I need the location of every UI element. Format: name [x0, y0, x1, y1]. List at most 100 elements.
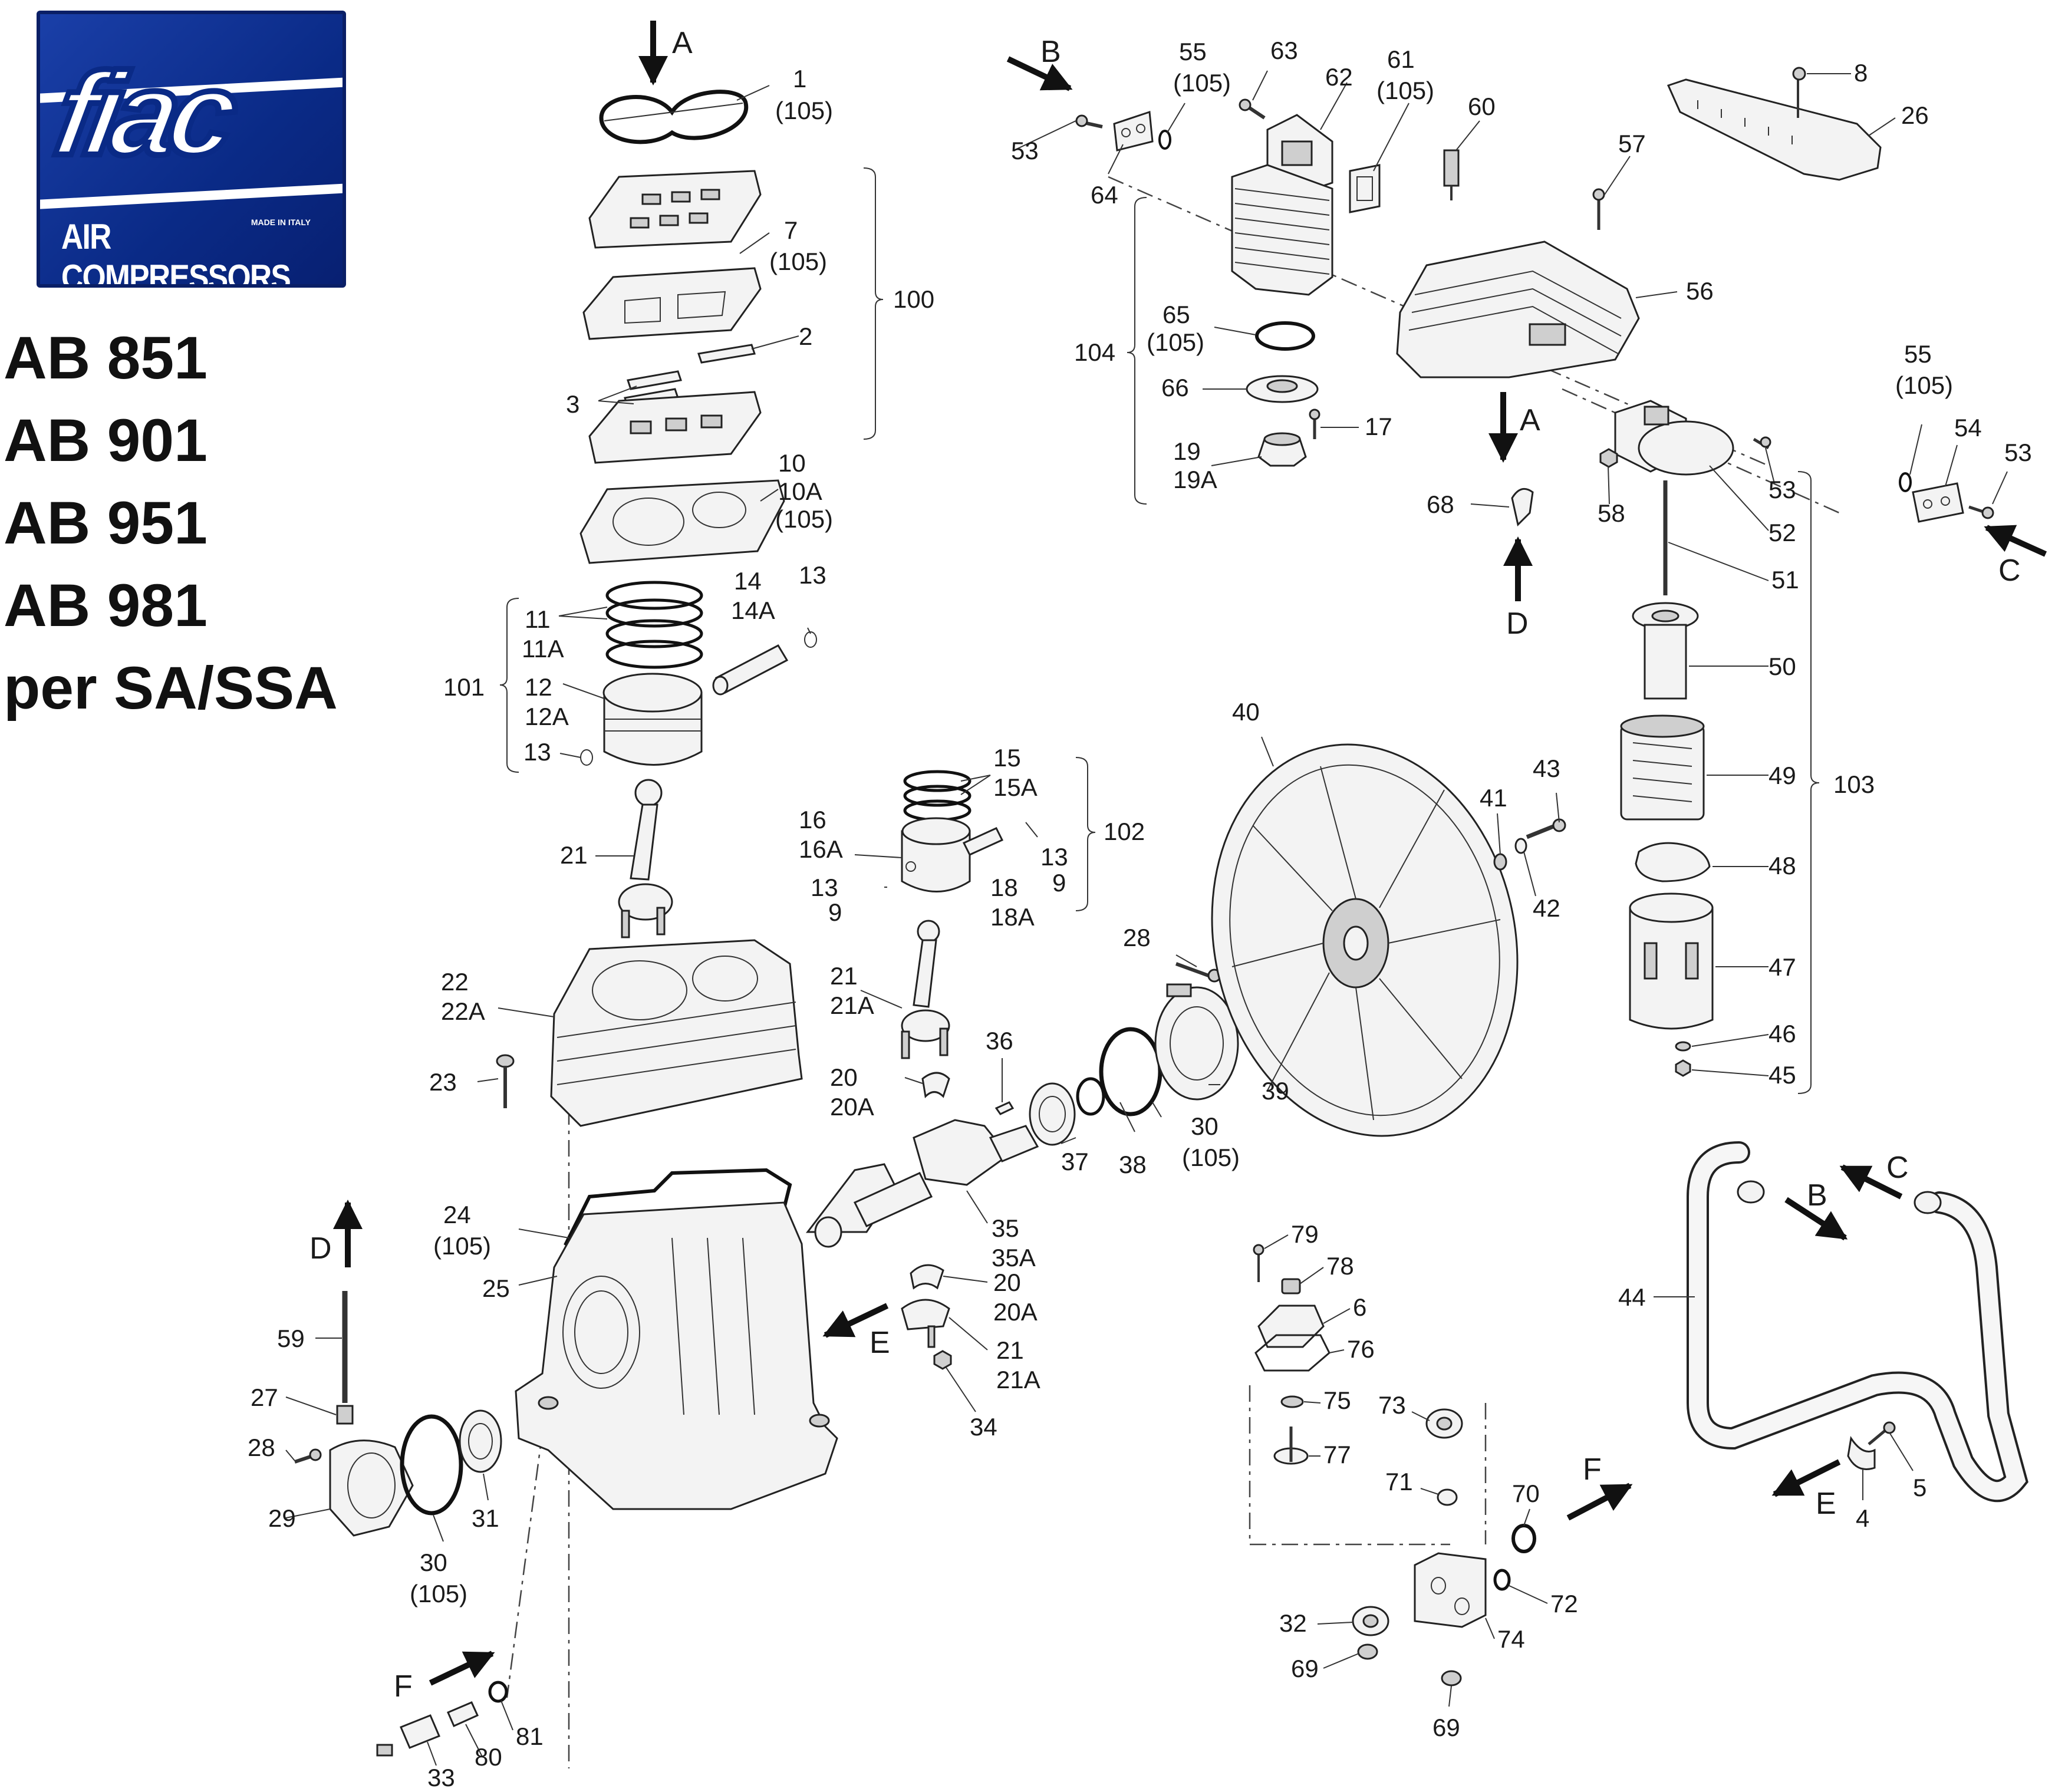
plug-27-part	[336, 1405, 354, 1425]
callout-51: 51	[1771, 566, 1799, 594]
piston-ring-15-part	[903, 770, 971, 822]
callout-15: 15	[993, 744, 1021, 772]
callout-39: 39	[1262, 1077, 1289, 1105]
conrod-cap-21-part	[901, 1299, 950, 1348]
callout-10-ref: (105)	[775, 505, 833, 533]
callout-62: 62	[1325, 63, 1353, 91]
callout-4: 4	[1856, 1504, 1869, 1532]
callout-77: 77	[1323, 1441, 1351, 1468]
callout-1-ref: (105)	[775, 97, 833, 124]
callout-69-left: 69	[1291, 1655, 1319, 1682]
screw-28-part	[1175, 962, 1221, 983]
callout-56: 56	[1686, 277, 1714, 305]
valve-19-part	[1257, 432, 1307, 467]
callout-61-ref: (105)	[1376, 77, 1434, 104]
callout-37: 37	[1061, 1148, 1089, 1175]
callout-13-top: 13	[799, 561, 826, 589]
conrod-21a-part	[901, 920, 950, 1059]
head-gasket-10-part	[579, 479, 785, 564]
arrow-letter-d-top: D	[1506, 607, 1529, 641]
cover-26-part	[1667, 78, 1882, 181]
washer-41-part	[1493, 853, 1507, 871]
callout-70: 70	[1512, 1480, 1540, 1507]
fitting-73-part	[1425, 1408, 1463, 1439]
callout-24-ref: (105)	[433, 1232, 491, 1260]
callout-12a: 12A	[525, 703, 569, 730]
callout-35a: 35A	[992, 1244, 1036, 1271]
callout-10: 10	[778, 449, 806, 477]
callout-19a: 19A	[1173, 466, 1217, 493]
screw-63-part	[1239, 98, 1266, 120]
callout-71: 71	[1385, 1468, 1413, 1495]
fitting-58-part	[1599, 448, 1618, 468]
nut-45-part	[1675, 1059, 1691, 1077]
callout-14a: 14A	[731, 597, 775, 624]
callout-46: 46	[1769, 1020, 1796, 1047]
clamp-4-part	[1847, 1436, 1876, 1470]
gasket-61-part	[1349, 164, 1381, 213]
crankshaft-35-part	[805, 1119, 1039, 1248]
callout-15a: 15A	[993, 773, 1038, 801]
callout-1: 1	[793, 65, 806, 93]
callout-26: 26	[1901, 101, 1929, 129]
callout-17: 17	[1365, 413, 1392, 440]
model-ab901: AB 901	[4, 407, 208, 474]
callout-41: 41	[1480, 784, 1507, 812]
callout-75: 75	[1323, 1386, 1351, 1414]
callout-25: 25	[482, 1274, 510, 1302]
callout-13-left: 13	[523, 738, 551, 766]
callout-65-ref: (105)	[1147, 328, 1204, 356]
callout-66: 66	[1161, 374, 1189, 401]
piston-ring-11-part	[605, 581, 703, 669]
screw-57-part	[1592, 188, 1605, 230]
gasket-7-part	[582, 267, 762, 340]
callout-9-mid: 9	[828, 898, 842, 926]
bearing-shell-20-part	[921, 1072, 950, 1099]
callout-3: 3	[566, 390, 579, 418]
bolt-23-part	[496, 1054, 515, 1108]
fitting-80-part	[447, 1701, 479, 1727]
callout-21a-bottom: 21A	[996, 1366, 1040, 1394]
head-56-part	[1396, 241, 1640, 378]
callout-81: 81	[516, 1722, 544, 1750]
callout-79: 79	[1291, 1220, 1319, 1248]
screw-53b-part	[1753, 436, 1771, 450]
callout-80: 80	[475, 1743, 502, 1771]
group-bracket-104	[1127, 197, 1147, 505]
callout-28-right: 28	[1123, 924, 1151, 951]
callout-78: 78	[1326, 1252, 1354, 1280]
callout-100: 100	[893, 285, 934, 313]
callout-21-top: 21	[560, 841, 588, 869]
callout-13-right: 13	[1040, 843, 1068, 871]
callout-20a-top: 20A	[830, 1093, 874, 1121]
callout-38: 38	[1119, 1151, 1147, 1178]
arrow-letter-f-left: F	[394, 1669, 413, 1704]
callout-labels: 1 (105) 7 (105) 2 3 100 10 10A (105) 11 …	[248, 37, 2032, 1791]
cover-6-part	[1257, 1305, 1325, 1348]
callout-53-top: 53	[1011, 137, 1039, 164]
callout-18a: 18A	[990, 903, 1035, 931]
key-36-part	[994, 1101, 1015, 1115]
callout-20-bottom: 20	[993, 1269, 1021, 1296]
callout-20-top: 20	[830, 1063, 858, 1091]
plug-69b-part	[1441, 1670, 1462, 1686]
callout-44: 44	[1618, 1283, 1646, 1311]
callout-52: 52	[1769, 519, 1796, 546]
callout-48: 48	[1769, 852, 1796, 879]
nut-34-part	[933, 1350, 952, 1370]
arrow-letter-e-pipe: E	[1816, 1487, 1836, 1521]
screw-53a-part	[1075, 114, 1103, 129]
fitting-71-part	[1437, 1488, 1458, 1506]
group-bracket-102	[1075, 757, 1096, 911]
callout-24: 24	[443, 1201, 471, 1228]
callout-64: 64	[1091, 181, 1118, 209]
callout-55-right-ref: (105)	[1895, 371, 1953, 399]
arrow-letter-a-mid: A	[1520, 403, 1540, 437]
callout-11: 11	[525, 605, 551, 633]
callout-31: 31	[472, 1504, 499, 1532]
callout-16: 16	[799, 806, 826, 834]
screw-5-part	[1868, 1421, 1896, 1445]
callout-11a: 11A	[522, 635, 564, 663]
arrow-letter-c-pipe: C	[1886, 1151, 1909, 1185]
callout-69-bottom: 69	[1432, 1714, 1460, 1741]
